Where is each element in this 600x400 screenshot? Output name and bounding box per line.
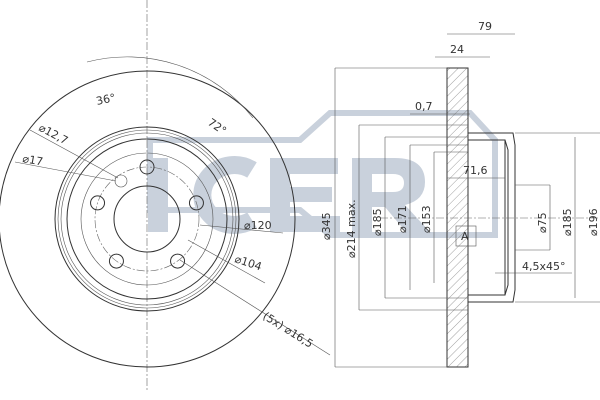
angle-72-label: 72° — [205, 116, 228, 138]
center-bore — [113, 185, 181, 253]
dia-185-inner-label: ⌀185 — [371, 208, 384, 236]
bolt-hole — [170, 253, 186, 269]
chamfer-label: 4,5x45° — [522, 260, 566, 273]
front-view: 36° 72° ⌀12,7 ⌀17 ⌀120 ⌀104 (5x) ⌀16,5 — [0, 0, 331, 390]
datum-a-label: A — [461, 230, 469, 243]
bolt-hole — [108, 253, 124, 269]
dia-196-label: ⌀196 — [587, 208, 600, 236]
dia-345-label: ⌀345 — [320, 212, 333, 240]
dia-214-label: ⌀214 max. — [345, 199, 358, 258]
dia-171-label: ⌀171 — [396, 205, 409, 233]
bolt-hole — [188, 195, 204, 211]
thickness-0-7-label: 0,7 — [415, 100, 433, 113]
dia-104-label: ⌀104 — [233, 252, 263, 273]
dia-185-outer-label: ⌀185 — [561, 208, 574, 236]
side-view: 79 24 0,7 71,6 ⌀345 ⌀214 max. ⌀185 ⌀171 … — [320, 20, 600, 368]
icer-watermark-logo — [147, 110, 498, 238]
bolt-holes-label: (5x) ⌀16,5 — [260, 310, 315, 351]
depth-71-6-label: 71,6 — [463, 164, 488, 177]
width-24-label: 24 — [450, 43, 464, 56]
bolt-hole — [139, 159, 155, 175]
angle-36-label: 36° — [95, 91, 117, 108]
dia-120-label: ⌀120 — [244, 219, 272, 232]
outer-disc-circle — [0, 70, 296, 368]
bolt-holes — [90, 159, 204, 269]
datum-a-box — [455, 225, 477, 247]
dia-75-label: ⌀75 — [536, 212, 549, 233]
dia-12-7-label: ⌀12,7 — [37, 121, 71, 147]
bolt-hole — [90, 195, 106, 211]
dia-17-label: ⌀17 — [21, 152, 44, 168]
width-79-label: 79 — [478, 20, 492, 33]
dia-153-label: ⌀153 — [420, 205, 433, 233]
